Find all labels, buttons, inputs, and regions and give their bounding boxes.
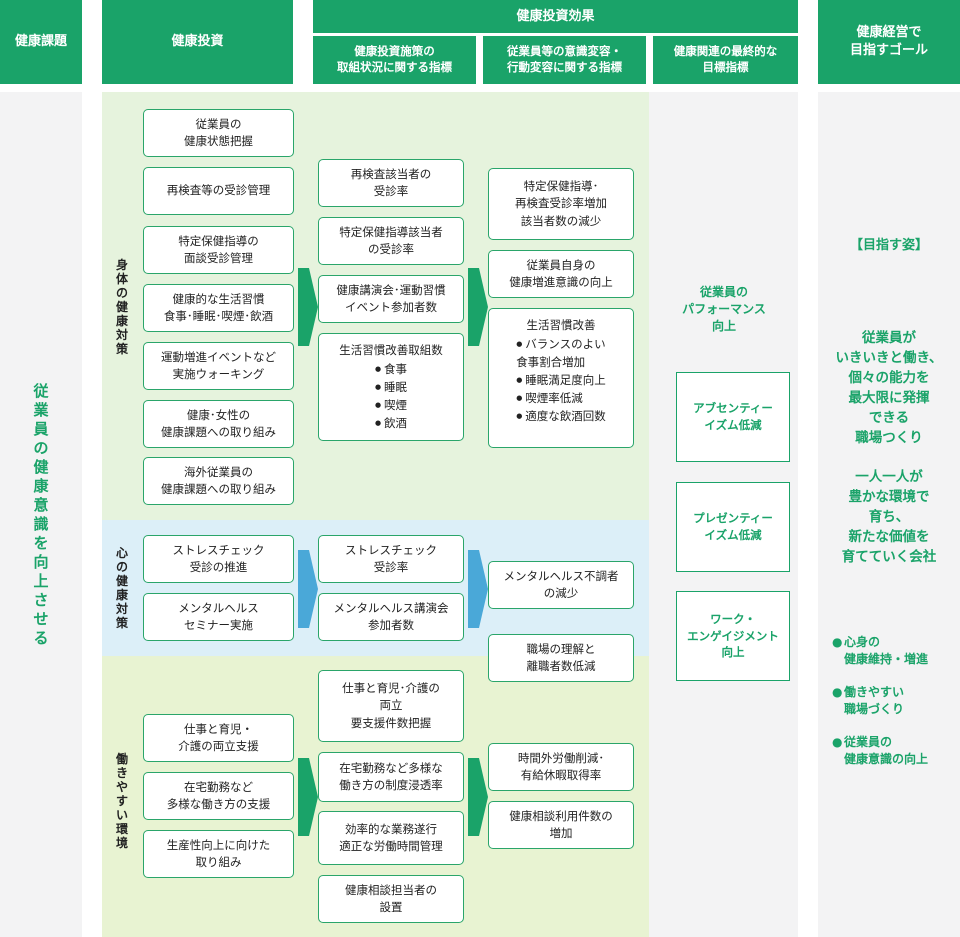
investment-box: 再検査等の受診管理: [143, 167, 294, 215]
lifestyle-behavior-item: バランスのよい 食事割合増加: [516, 336, 606, 372]
bullet-icon: ●: [832, 635, 843, 649]
investment-box: 仕事と育児・ 介護の両立支援: [143, 714, 294, 762]
goal-company-text: 一人一人が 豊かな環境で 育ち、 新たな価値を 育てていく会社: [841, 469, 937, 565]
goal-vision-text: 従業員が いきいきと働き、 個々の能力を 最大限に発揮 できる 職場つくり: [835, 330, 943, 446]
indicator-box: 効率的な業務遂行 適正な労働時間管理: [318, 811, 464, 865]
header-health-investment: 健康投資: [102, 0, 293, 84]
behavior-box: 時間外労働削減･ 有給休暇取得率: [488, 743, 634, 791]
behavior-box-lifestyle: 生活習慣改善 バランスのよい 食事割合増加 睡眠満足度向上 喫煙率低減 適度な飲…: [488, 308, 634, 448]
indicator-box: 仕事と育児･介護の 両立 要支援件数把握: [318, 670, 464, 742]
indicator-box: 健康講演会･運動習慣 イベント参加者数: [318, 275, 464, 323]
investment-box: 海外従業員の 健康課題への取り組み: [143, 457, 294, 505]
header-effect-behavior: 従業員等の意識変容・ 行動変容に関する指標: [483, 36, 646, 84]
investment-box: 特定保健指導の 面談受診管理: [143, 226, 294, 274]
indicator-box: 在宅勤務など多様な 働き方の制度浸透率: [318, 752, 464, 802]
arrow-right-icon: [298, 550, 318, 628]
lifestyle-behavior-item: 喫煙率低減: [516, 390, 606, 408]
header-effect-final: 健康関連の最終的な 目標指標: [653, 36, 798, 84]
health-issue-text: 従業員の健康意識を向上させる: [33, 382, 49, 647]
issue-panel: [0, 92, 82, 937]
indicator-box: メンタルヘルス講演会 参加者数: [318, 593, 464, 641]
final-absenteeism: アブセンティー イズム低減: [676, 372, 790, 462]
arrow-right-icon: [298, 268, 318, 346]
lifestyle-behavior-title: 生活習慣改善: [526, 318, 596, 332]
goal-bullet-text: 心身の 健康維持・増進: [844, 635, 929, 666]
behavior-box: 特定保健指導･ 再検査受診率増加 該当者数の減少: [488, 168, 634, 240]
goal-bullet-text: 従業員の 健康意識の向上: [844, 735, 929, 766]
header-effect-indicators: 健康投資施策の 取組状況に関する指標: [313, 36, 476, 84]
lifestyle-indicator-item: 食事: [375, 361, 407, 379]
goal-bullet: ● 働きやすい 職場づくり: [832, 684, 960, 718]
investment-box: 在宅勤務など 多様な働き方の支援: [143, 772, 294, 820]
investment-box: 健康的な生活習慣 食事･睡眠･喫煙･飲酒: [143, 284, 294, 332]
goal-bullet-text: 働きやすい 職場づくり: [844, 685, 905, 716]
final-engagement: ワーク・ エンゲイジメント 向上: [676, 591, 790, 681]
indicator-box: 健康相談担当者の 設置: [318, 875, 464, 923]
final-presenteeism: プレゼンティー イズム低減: [676, 482, 790, 572]
investment-box: ストレスチェック 受診の推進: [143, 535, 294, 583]
header-goal: 健康経営で 目指すゴール: [818, 0, 960, 84]
lifestyle-indicator-item: 飲酒: [375, 415, 407, 433]
investment-box: メンタルヘルス セミナー実施: [143, 593, 294, 641]
bullet-icon: ●: [832, 685, 843, 699]
lifestyle-indicator-item: 睡眠: [375, 379, 407, 397]
lifestyle-behavior-item: 睡眠満足度向上: [516, 372, 606, 390]
investment-box: 運動増進イベントなど 実施ウォーキング: [143, 342, 294, 390]
section-label-workplace: 働きやすい環境: [115, 752, 128, 850]
arrow-right-icon: [468, 268, 488, 346]
lifestyle-indicator-item: 喫煙: [375, 397, 407, 415]
goal-bullet: ● 従業員の 健康意識の向上: [832, 734, 960, 768]
goal-panel: [818, 92, 960, 937]
behavior-box: 健康相談利用件数の 増加: [488, 801, 634, 849]
header-investment-effect: 健康投資効果: [313, 0, 798, 33]
indicator-box-lifestyle: 生活習慣改善取組数 食事 睡眠 喫煙 飲酒: [318, 333, 464, 441]
behavior-box: 従業員自身の 健康増進意識の向上: [488, 250, 634, 298]
lifestyle-behavior-item: 適度な飲酒回数: [516, 408, 606, 426]
arrow-right-icon: [298, 758, 318, 836]
bullet-icon: ●: [832, 735, 843, 749]
section-label-mental: 心の健康対策: [115, 546, 128, 630]
goal-heading: 【目指す姿】: [849, 238, 928, 253]
investment-box: 健康･女性の 健康課題への取り組み: [143, 400, 294, 448]
section-label-physical: 身体の健康対策: [115, 258, 128, 356]
investment-box: 生産性向上に向けた 取り組み: [143, 830, 294, 878]
header-health-issue: 健康課題: [0, 0, 82, 84]
lifestyle-indicator-title: 生活習慣改善取組数: [339, 343, 443, 357]
indicator-box: ストレスチェック 受診率: [318, 535, 464, 583]
behavior-box: 職場の理解と 離職者数低減: [488, 634, 634, 682]
investment-box: 従業員の 健康状態把握: [143, 109, 294, 157]
indicator-box: 特定保健指導該当者 の受診率: [318, 217, 464, 265]
goal-bullet: ● 心身の 健康維持・増進: [832, 634, 960, 668]
arrow-right-icon: [468, 550, 488, 628]
indicator-box: 再検査該当者の 受診率: [318, 159, 464, 207]
arrow-right-icon: [468, 758, 488, 836]
behavior-box: メンタルヘルス不調者 の減少: [488, 561, 634, 609]
final-performance: 従業員の パフォーマンス 向上: [682, 285, 766, 333]
